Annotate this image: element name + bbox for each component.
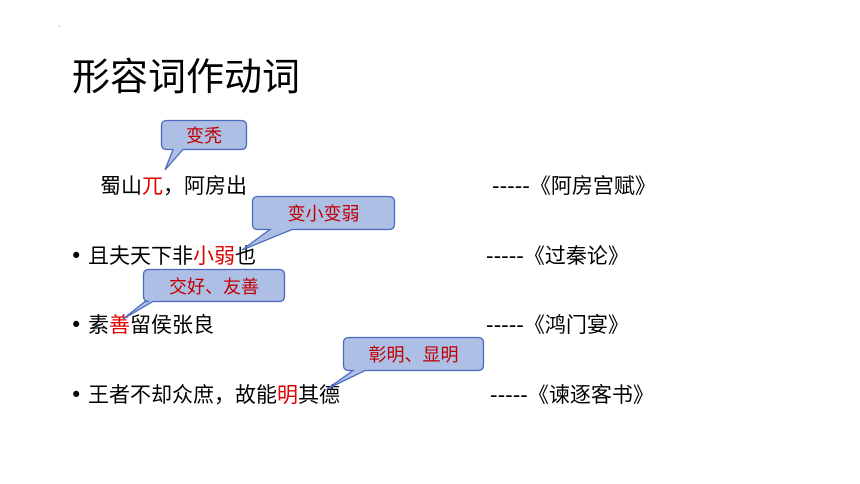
source-citation-2: -----《过秦论》 — [486, 244, 629, 268]
source-citation-1: -----《阿房宫赋》 — [492, 174, 656, 198]
sentence-text-after: 其德 — [298, 383, 340, 407]
highlighted-word: 小弱 — [193, 244, 235, 268]
speech-bubble-icon — [160, 119, 248, 171]
speech-bubble-icon — [326, 336, 485, 390]
callout-label: 交好、友善 — [169, 276, 259, 298]
sentence-text-after: 也 — [235, 244, 256, 268]
speech-bubble-icon — [241, 195, 396, 251]
sentence-line-4: •王者不却众庶，故能明其德 — [70, 381, 340, 409]
sentence-text-after: 留侯张良 — [130, 313, 214, 337]
highlighted-word: 兀 — [142, 174, 163, 198]
sentence-text-before: 且夫天下非 — [88, 244, 193, 268]
highlighted-word: 善 — [109, 313, 130, 337]
sentence-text-before: 王者不却众庶，故能 — [88, 383, 277, 407]
sentence-line-1: 蜀山兀，阿房出 — [70, 172, 247, 200]
source-citation-4: -----《谏逐客书》 — [490, 383, 654, 407]
callout-label: 变小变弱 — [287, 204, 360, 225]
bullet-icon: • — [70, 313, 83, 337]
annotation-callout-4: 彰明、显明 — [326, 336, 485, 390]
sentence-text-after: ，阿房出 — [163, 174, 247, 198]
sentence-text-before: 素 — [88, 313, 109, 337]
speech-bubble-icon — [122, 268, 286, 320]
source-citation-3: -----《鸿门宴》 — [486, 313, 629, 337]
corner-mark: · — [58, 22, 61, 31]
sentence-line-2: •且夫天下非小弱也 — [70, 242, 256, 270]
annotation-callout-3: 交好、友善 — [122, 268, 286, 320]
sentence-text-before: 蜀山 — [100, 174, 142, 198]
callout-label: 变秃 — [186, 126, 222, 147]
sentence-line-3: •素善留侯张良 — [70, 311, 214, 339]
annotation-callout-1: 变秃 — [160, 119, 248, 171]
slide-title: 形容词作动词 — [72, 55, 301, 99]
annotation-callout-2: 变小变弱 — [241, 195, 396, 251]
callout-label: 彰明、显明 — [368, 345, 459, 366]
bullet-icon: • — [70, 383, 83, 407]
highlighted-word: 明 — [277, 383, 298, 407]
bullet-icon: • — [70, 244, 83, 268]
